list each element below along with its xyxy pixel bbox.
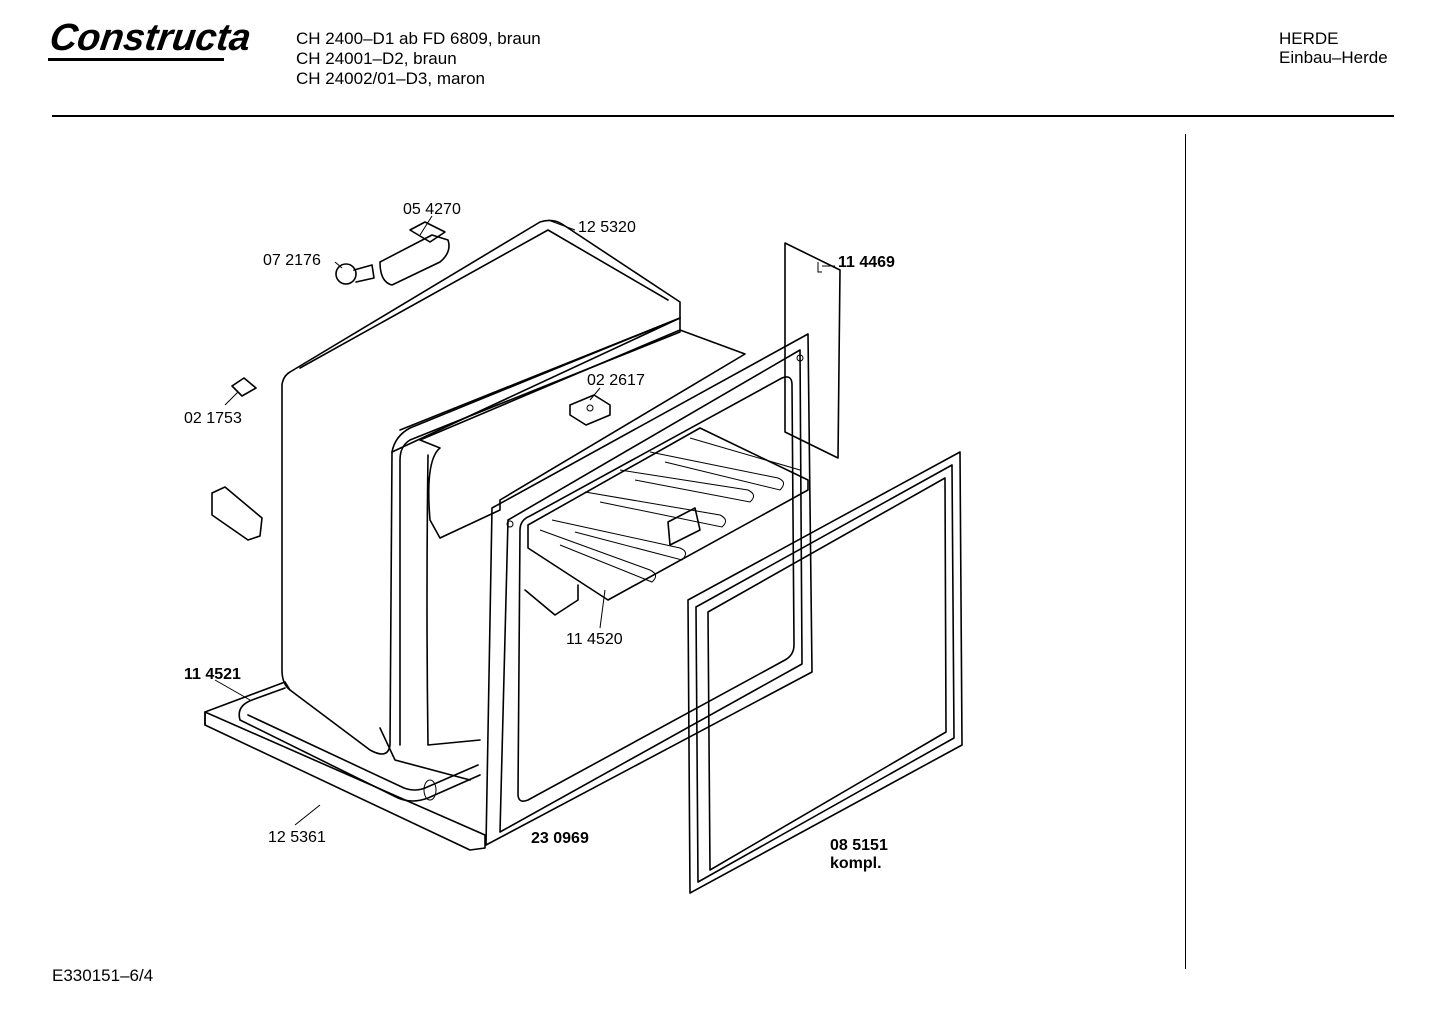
oven-housing [281, 219, 746, 781]
part-label-12-5320: 12 5320 [578, 219, 636, 236]
part-label-07-2176: 07 2176 [263, 252, 321, 269]
part-label-02-2617: 02 2617 [587, 372, 645, 389]
document-number: E330151–6/4 [52, 966, 154, 985]
oven-door [687, 451, 963, 894]
lamp-holder [379, 221, 450, 286]
part-label-11-4520: 11 4520 [566, 631, 623, 648]
leader-lines [214, 215, 835, 826]
model-list: CH 2400–D1 ab FD 6809, braun CH 24001–D2… [296, 29, 541, 89]
part-label-12-5361: 12 5361 [268, 829, 326, 846]
model-line: CH 24002/01–D3, maron [296, 69, 486, 88]
bracket-part [211, 486, 263, 541]
part-label-11-4521: 11 4521 [184, 666, 241, 683]
clip-part [231, 377, 257, 397]
model-line: CH 24001–D2, braun [296, 49, 457, 68]
part-label-02-1753: 02 1753 [184, 410, 242, 427]
logo-underline [48, 58, 224, 61]
model-line: CH 2400–D1 ab FD 6809, braun [296, 29, 541, 48]
category-subtitle: Einbau–Herde [1279, 48, 1388, 67]
bottom-tray [204, 681, 486, 851]
back-panel [784, 242, 841, 459]
category-block: HERDE Einbau–Herde [1279, 29, 1388, 67]
part-label-23-0969: 23 0969 [531, 830, 589, 847]
header-divider [52, 115, 1394, 117]
heating-element [527, 427, 809, 601]
front-frame [485, 333, 813, 846]
part-note-kompl: kompl. [830, 855, 882, 872]
part-label-05-4270: 05 4270 [403, 201, 461, 218]
part-label-08-5151: 08 5151 [830, 837, 888, 854]
lamp-bulb [335, 263, 375, 285]
part-label-11-4469: 11 4469 [838, 254, 895, 271]
category-title: HERDE [1279, 29, 1339, 48]
side-divider [1185, 134, 1186, 969]
